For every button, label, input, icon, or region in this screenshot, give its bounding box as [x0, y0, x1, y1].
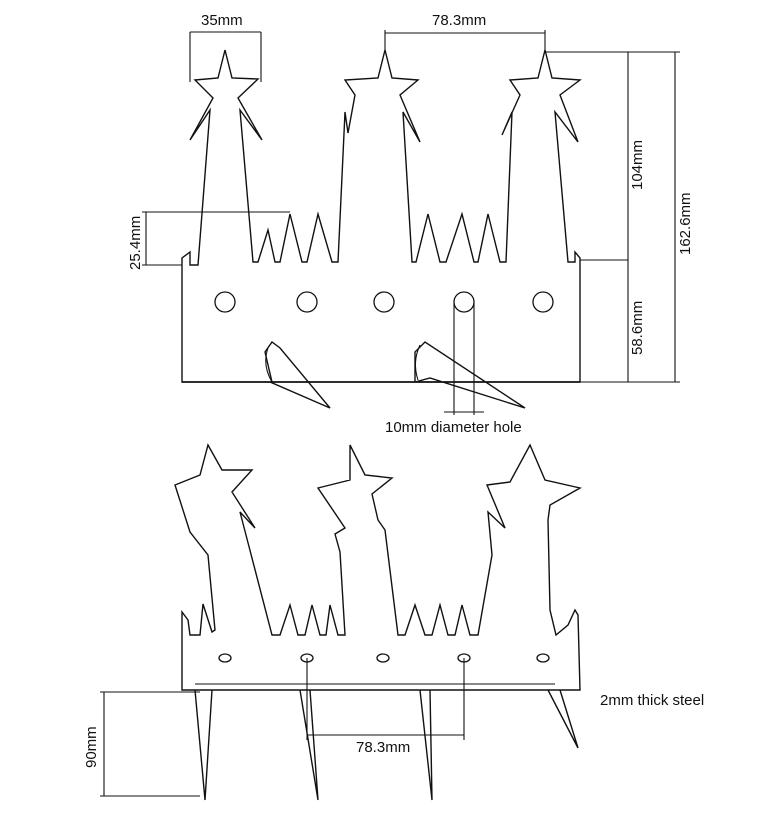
- top-hole-2: [296, 291, 318, 313]
- material-thickness-label: 2mm thick steel: [600, 692, 704, 709]
- dim-tooth-height: 25.4mm: [127, 216, 144, 270]
- dim-leg-length: 90mm: [83, 726, 100, 768]
- dim-total-height: 162.6mm: [677, 192, 694, 255]
- dim-spike-width: 35mm: [201, 12, 243, 29]
- top-hole-1: [214, 291, 236, 313]
- top-hole-3: [373, 291, 395, 313]
- top-hole-5: [532, 291, 554, 313]
- top-curve-left: [265, 347, 273, 383]
- bottom-slot-5: [536, 653, 550, 663]
- dim-base-height: 58.6mm: [629, 301, 646, 355]
- bottom-slot-3: [376, 653, 390, 663]
- bottom-leg-1: [194, 689, 213, 801]
- bottom-slot-1: [218, 653, 232, 663]
- bottom-plate-outline: [174, 443, 582, 691]
- bottom-leg-3: [419, 689, 433, 801]
- top-curve-right: [414, 344, 421, 381]
- bottom-view: 90mm 78.3mm 2mm thick steel: [83, 443, 704, 801]
- dim-spike-height: 104mm: [629, 140, 646, 190]
- dim-spike-pitch: 78.3mm: [432, 12, 486, 29]
- bottom-leg-2: [299, 689, 319, 801]
- top-view: 10mm diameter hole 35mm 78.3mm 104mm 58.…: [127, 12, 694, 436]
- top-plate-outline: [181, 49, 582, 383]
- top-leg-cut-left: [182, 341, 331, 409]
- dim-leg-pitch: 78.3mm: [356, 739, 410, 756]
- bottom-leg-4: [547, 689, 579, 749]
- top-leg-cut-right: [270, 341, 580, 409]
- top-hole-4: [453, 291, 475, 313]
- hole-diameter-label: 10mm diameter hole: [385, 419, 522, 436]
